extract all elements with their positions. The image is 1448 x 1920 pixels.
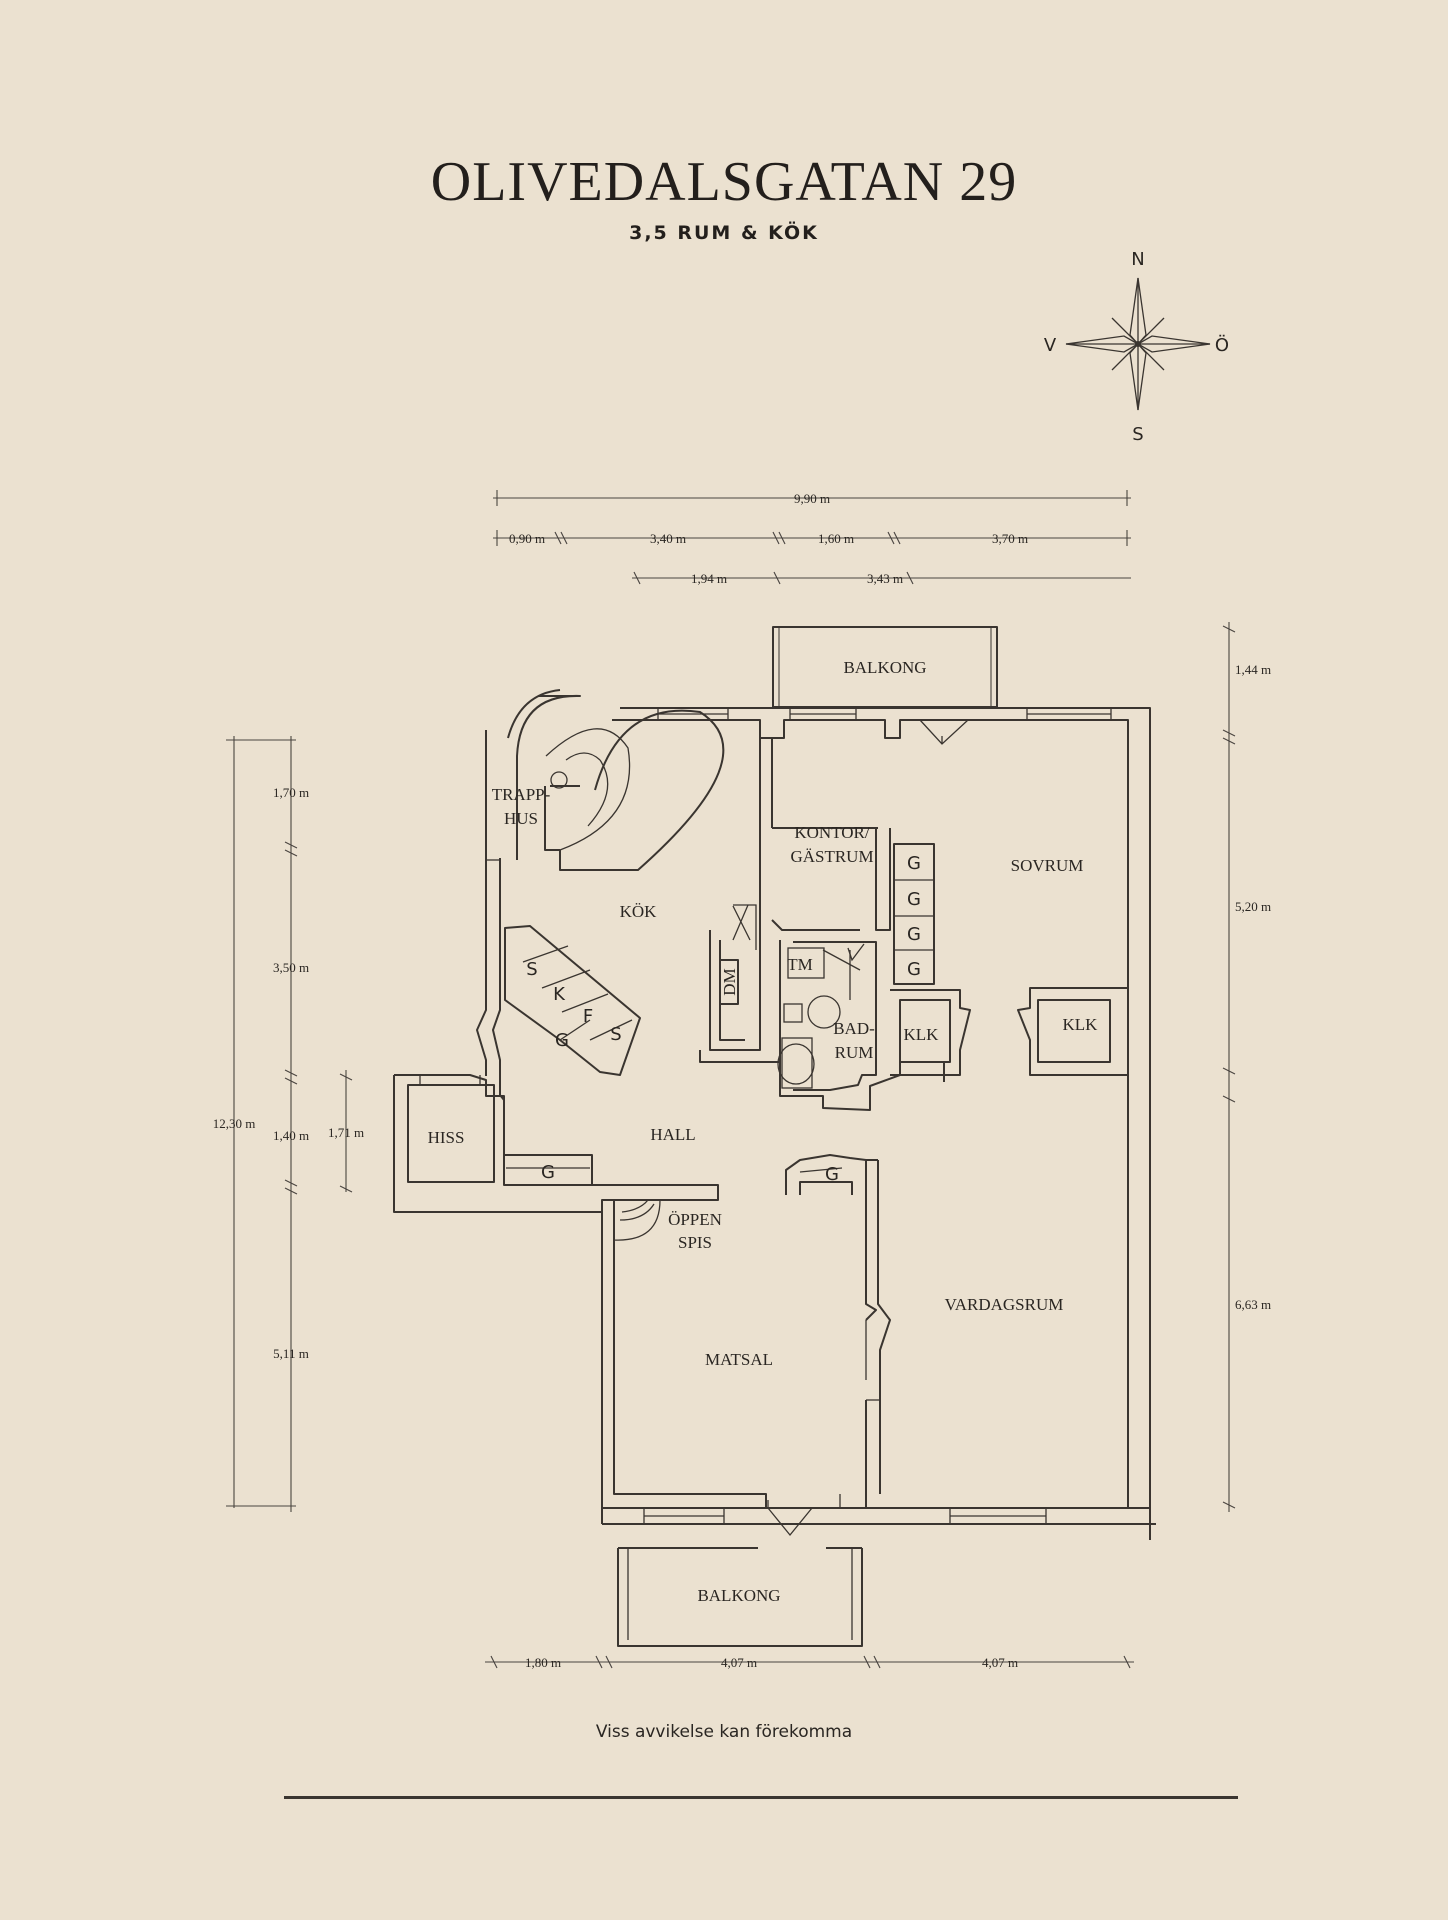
left-dimension-lines <box>226 736 353 1512</box>
cabinet-g-kok: G <box>555 1030 569 1051</box>
closet-g-sovrum-1: G <box>907 853 921 874</box>
dim-right-a: 1,44 m <box>1235 662 1271 677</box>
top-dimension-lines <box>493 490 1131 585</box>
room-kontor-line1: KONTOR/ <box>794 823 870 842</box>
dim-top-b: 3,40 m <box>650 531 686 546</box>
compass-east-label: Ö <box>1215 334 1229 356</box>
room-klk-bathroom: KLK <box>904 1025 940 1044</box>
dim-bottom-b: 4,07 m <box>721 1655 757 1670</box>
closet-g-sovrum-2: G <box>907 889 921 910</box>
room-oppen-spis-line2: SPIS <box>678 1233 712 1252</box>
closet-g-hall-left: G <box>541 1162 555 1183</box>
dim-right-c: 6,63 m <box>1235 1297 1271 1312</box>
cabinet-k: K <box>553 984 566 1005</box>
dim-left-d: 5,11 m <box>273 1346 309 1361</box>
room-kok: KÖK <box>620 902 658 921</box>
dim-right-b: 5,20 m <box>1235 899 1271 914</box>
dim-left-hiss: 1,71 m <box>328 1125 364 1140</box>
closet-g-sovrum-4: G <box>907 959 921 980</box>
dim-top-a: 0,90 m <box>509 531 545 546</box>
room-sovrum: SOVRUM <box>1011 856 1084 875</box>
room-balkong-bottom: BALKONG <box>697 1586 780 1605</box>
compass-south-label: S <box>1132 424 1143 445</box>
cabinet-s2: S <box>610 1024 621 1045</box>
cabinet-f: F <box>583 1006 593 1027</box>
compass-north-label: N <box>1131 249 1144 270</box>
closet-g-hall-right: G <box>825 1164 839 1185</box>
room-matsal: MATSAL <box>705 1350 773 1369</box>
room-dm: DM <box>720 968 739 995</box>
dim-left-c: 1,40 m <box>273 1128 309 1143</box>
room-badrum-line2: RUM <box>835 1043 874 1062</box>
dim-left-total: 12,30 m <box>213 1116 256 1131</box>
dim-left-a: 1,70 m <box>273 785 309 800</box>
page-title: OLIVEDALSGATAN 29 <box>430 151 1018 213</box>
bottom-dimension-lines <box>485 1655 1134 1669</box>
compass-west-label: V <box>1044 335 1057 356</box>
dim-bottom-c: 4,07 m <box>982 1655 1018 1670</box>
dim-top-f: 3,43 m <box>867 571 903 586</box>
footer-divider <box>284 1796 1238 1799</box>
dim-bottom-a: 1,80 m <box>525 1655 561 1670</box>
dim-top-c: 1,60 m <box>818 531 854 546</box>
room-vardagsrum: VARDAGSRUM <box>945 1295 1064 1314</box>
page-subtitle: 3,5 RUM & KÖK <box>629 222 819 244</box>
dim-left-b: 3,50 m <box>273 960 309 975</box>
room-klk-right: KLK <box>1063 1015 1099 1034</box>
compass-rose-icon <box>1065 277 1211 411</box>
dim-top-e: 1,94 m <box>691 571 727 586</box>
room-badrum-line1: BAD- <box>833 1019 875 1038</box>
disclaimer: Viss avvikelse kan förekomma <box>595 1722 853 1742</box>
room-hiss: HISS <box>428 1128 465 1147</box>
room-trapphus-line2: HUS <box>504 809 538 828</box>
dim-top-total: 9,90 m <box>794 491 830 506</box>
room-hall: HALL <box>650 1125 695 1144</box>
dim-top-d: 3,70 m <box>992 531 1028 546</box>
cabinet-s1: S <box>526 959 537 980</box>
right-dimension-lines <box>1222 622 1236 1512</box>
room-balkong-top: BALKONG <box>843 658 926 677</box>
room-tm: TM <box>787 955 813 974</box>
room-kontor-line2: GÄSTRUM <box>790 847 873 866</box>
walls <box>393 626 1156 1647</box>
closet-g-sovrum-3: G <box>907 924 921 945</box>
room-trapphus-line1: TRAPP- <box>492 785 551 804</box>
room-oppen-spis-line1: ÖPPEN <box>668 1210 722 1229</box>
